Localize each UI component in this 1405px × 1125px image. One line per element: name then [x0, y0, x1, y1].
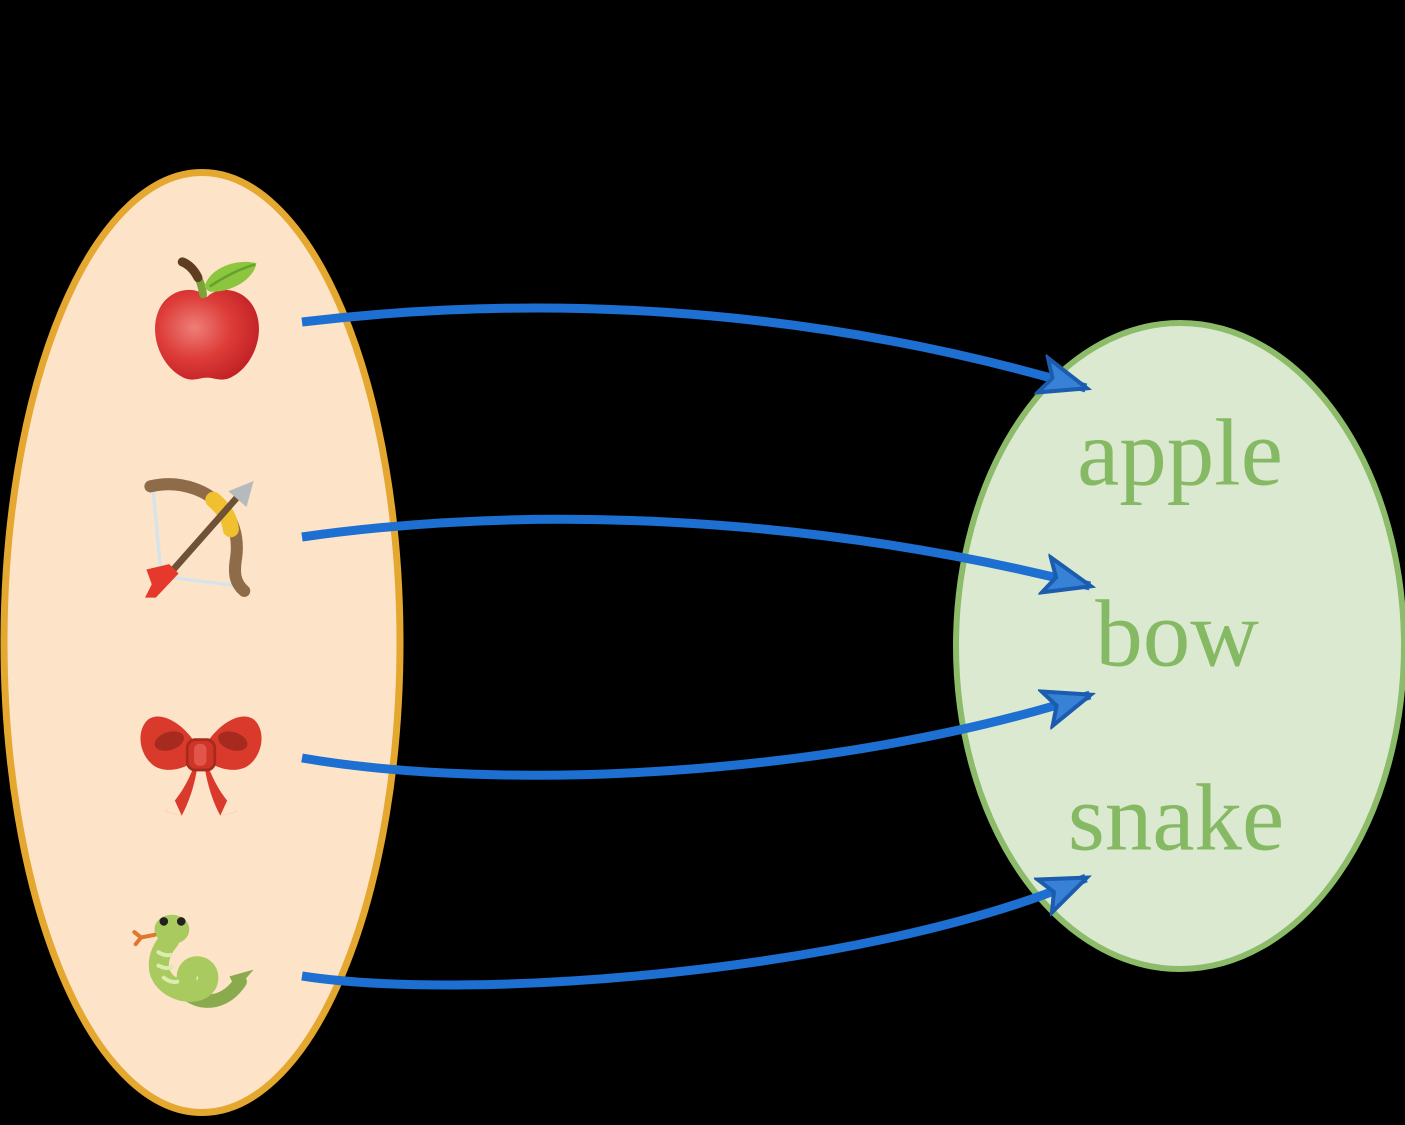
snake-emoji: [132, 914, 254, 1008]
codomain-set-ellipse: [953, 320, 1405, 972]
arrow-snake-to-snake: [301, 873, 1086, 990]
red-apple-emoji: [155, 257, 259, 380]
ribbon-bow-emoji: [140, 716, 262, 816]
arrow-ribbon-to-bow: [301, 695, 1090, 780]
bow-and-arrow-emoji: [144, 478, 254, 598]
arrow-bowandarrow-to-bow: [301, 514, 1090, 586]
arrow-apple-to-apple: [301, 303, 1086, 388]
codomain-label-snake: snake: [1067, 764, 1285, 871]
codomain-label-apple: apple: [1077, 399, 1283, 506]
mapping-arrows: [301, 303, 1090, 990]
domain-set-ellipse: [0, 169, 404, 1116]
codomain-label-bow: bow: [1095, 580, 1259, 687]
